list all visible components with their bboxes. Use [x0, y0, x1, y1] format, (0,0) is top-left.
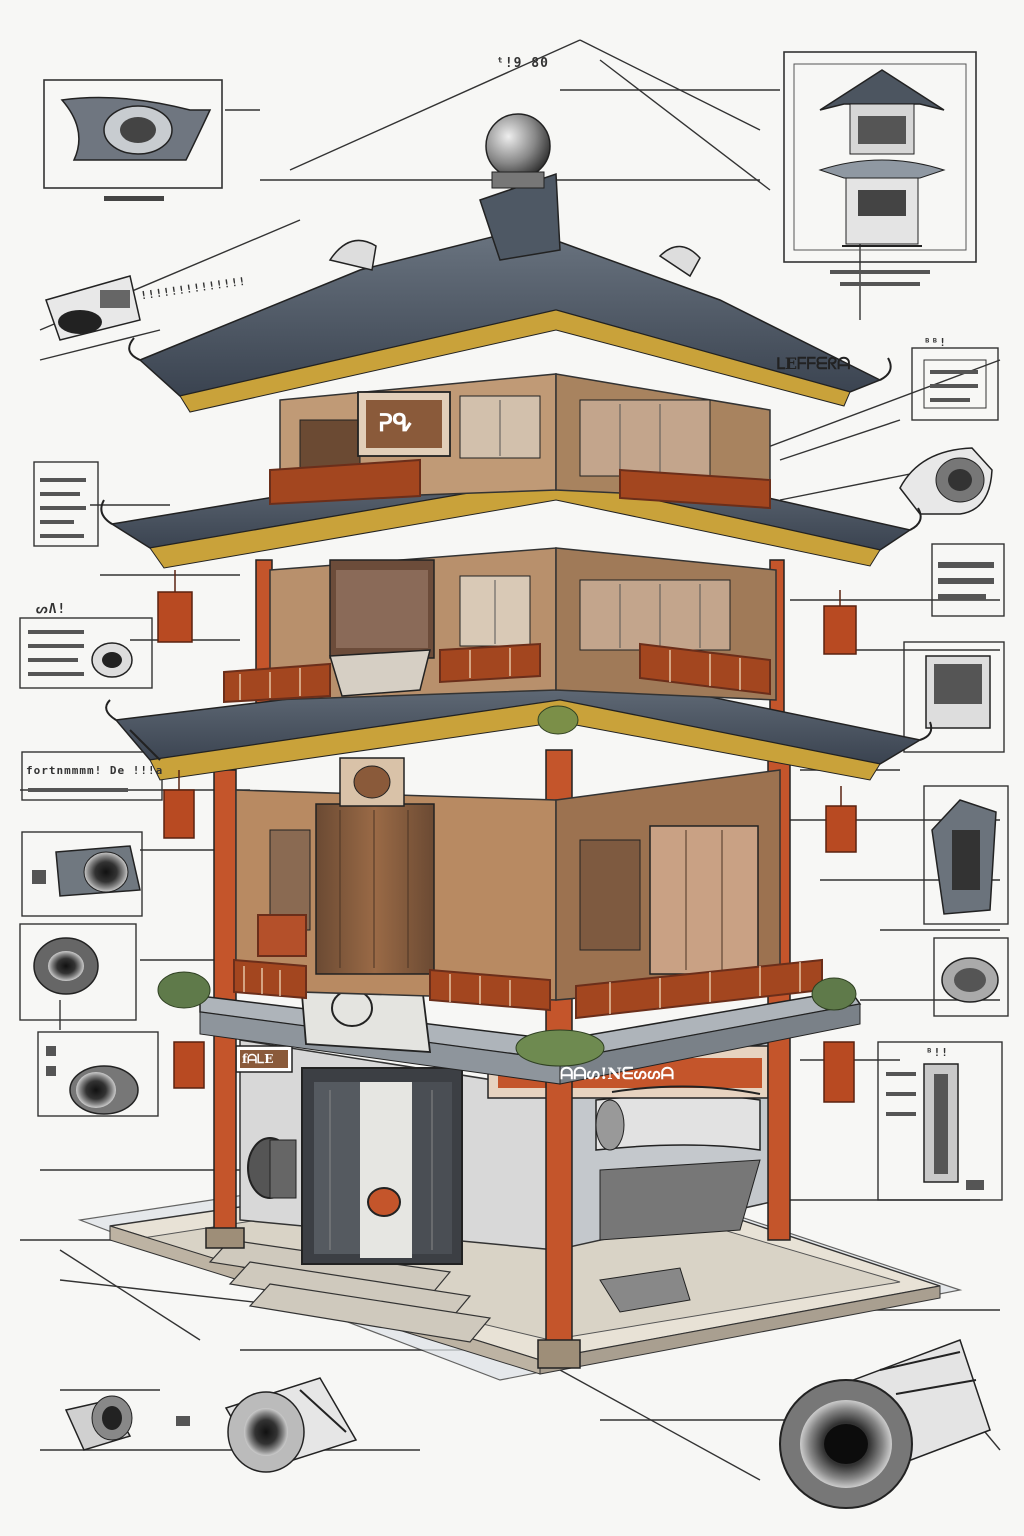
entrance-steps [208, 1239, 492, 1343]
lens-part-1 [64, 1395, 133, 1451]
ground-sign-left [235, 1045, 293, 1073]
left-row-tag: ᔕɅ! [36, 602, 67, 617]
lantern-icon [823, 1041, 855, 1103]
text-panel-left-2 [19, 617, 153, 689]
second-floor-railing [233, 914, 823, 1020]
sign-medallion [339, 757, 405, 807]
second-floor-window-right [649, 825, 759, 975]
panel-right-5 [933, 937, 1009, 1017]
top-floor [269, 373, 771, 510]
right-box-code: ᴮ!! [926, 1046, 949, 1059]
text-panel-right-2 [931, 543, 1005, 617]
ground-sign-right-text: ᗩᗩᔕ!Nᗴᔕᔕᗩ [560, 1064, 675, 1083]
text-panel-left-1 [33, 461, 99, 547]
roof-right-text: ᒪEᖴᖴᗴᖇᗩ [776, 354, 851, 373]
roof-top [128, 113, 892, 413]
camera-detail-left-top [45, 275, 141, 341]
main-door [360, 1082, 412, 1258]
panel-right-3 [903, 641, 1005, 753]
lens-part-3 [779, 1339, 991, 1509]
detail-frame-top-right [783, 51, 977, 286]
finial-ball-icon [485, 113, 551, 179]
lanterns [157, 570, 857, 1103]
second-floor-door [315, 803, 435, 975]
lantern-icon [823, 605, 857, 655]
middle-floor [269, 547, 777, 701]
text-panel-right-1 [911, 347, 999, 421]
lens-part-2 [224, 1377, 358, 1473]
detail-frame-top-left [43, 79, 223, 201]
middle-floor-railing [223, 642, 771, 704]
plants [157, 705, 857, 1067]
lantern-icon [825, 805, 857, 853]
top-plaque-frame [357, 391, 451, 457]
door-knob-icon [367, 1187, 401, 1217]
top-plaque-text: ᕈᕴ [378, 408, 413, 437]
lantern-icon [163, 789, 195, 839]
top-center-label: ᵗ!9 80 [496, 56, 549, 71]
scroll-parts [176, 1085, 761, 1426]
left-row-text: fortnmmmm! De !!!a [26, 764, 164, 777]
right-panel-code: ᴮᴮ! [924, 336, 947, 349]
lantern-icon [173, 1041, 205, 1089]
panel-right-4 [923, 785, 1009, 925]
lantern-icon [157, 591, 193, 643]
panel-right-6 [877, 1041, 1003, 1201]
ground-sign-left-text: fᗩᒪE [242, 1052, 274, 1066]
camera-panel-right-1 [899, 447, 993, 515]
camera-panel-left-1 [21, 831, 143, 917]
camera-panel-left-3 [37, 1031, 159, 1117]
camera-panel-left-2 [19, 923, 137, 1021]
second-floor [235, 769, 781, 1001]
